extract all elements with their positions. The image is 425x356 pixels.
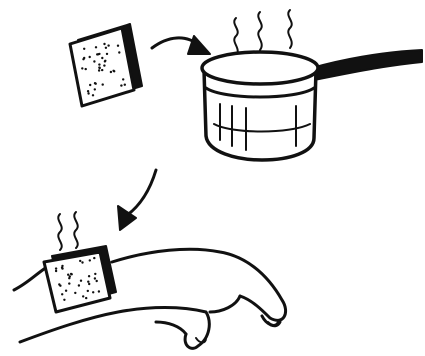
cloth-texture-dot	[87, 290, 89, 292]
steaming-pot-icon	[202, 50, 422, 160]
cloth-texture-dot	[87, 90, 89, 92]
cloth-texture-dot	[89, 84, 91, 86]
cloth-texture-dot	[70, 273, 72, 275]
cloth-texture-dot	[98, 69, 100, 71]
cloth-texture-dot	[93, 257, 95, 259]
cloth-texture-dot	[106, 53, 108, 55]
cloth-texture-dot	[103, 64, 105, 66]
cloth-texture-dot	[55, 270, 57, 272]
cloth-icon	[70, 24, 142, 106]
cloth-texture-dot	[89, 259, 91, 261]
cloth-texture-dot	[88, 275, 90, 277]
cloth-texture-dot	[87, 92, 89, 94]
cloth-texture-dot	[117, 45, 119, 47]
cloth-texture-dot	[94, 273, 96, 275]
cloth-texture-dot	[110, 71, 112, 73]
cloth-texture-dot	[63, 299, 65, 301]
cloth-texture-dot	[83, 57, 85, 59]
cloth-texture-dot	[98, 63, 100, 65]
cloth-texture-dot	[101, 69, 103, 71]
cloth-texture-dot	[120, 84, 122, 86]
cloth-texture-dot	[55, 267, 57, 269]
cloth-texture-dot	[98, 66, 100, 68]
cloth-texture-dot	[94, 88, 96, 90]
cloth-texture-dot	[98, 290, 100, 292]
arrow-pot-to-wrist	[118, 170, 156, 230]
cloth-texture-dot	[81, 67, 83, 69]
cloth-texture-dot	[85, 297, 87, 299]
cloth-texture-dot	[118, 51, 120, 53]
cloth-texture-dot	[83, 48, 85, 50]
cloth-texture-dot	[87, 281, 89, 283]
cloth-texture-dot	[102, 83, 104, 85]
cloth-texture-dot	[68, 282, 70, 284]
steam-icon	[234, 10, 291, 56]
cloth-texture-dot	[67, 274, 69, 276]
cloth-texture-dot	[93, 60, 95, 62]
cloth-texture-dot	[59, 285, 61, 287]
cloth-texture-dot	[96, 280, 98, 282]
cloth-texture-dot	[61, 267, 63, 269]
cloth-texture-dot	[78, 284, 80, 286]
compress-steam-icon	[58, 212, 77, 250]
hot-compress-on-wrist-icon	[44, 246, 116, 312]
arrow-cloth-to-pot	[152, 36, 210, 54]
cloth-texture-dot	[122, 78, 124, 80]
cloth-texture-dot	[103, 43, 105, 45]
cloth-texture-dot	[65, 290, 67, 292]
cloth-texture-dot	[104, 60, 106, 62]
cloth-texture-dot	[92, 94, 94, 96]
cloth-texture-dot	[95, 46, 97, 48]
cloth-texture-dot	[88, 283, 90, 285]
cloth-texture-dot	[97, 53, 99, 55]
cloth-texture-dot	[101, 57, 103, 59]
cloth-texture-dot	[85, 68, 87, 70]
cloth-texture-dot	[112, 70, 114, 72]
cloth-texture-dot	[94, 82, 96, 84]
cloth-texture-dot	[94, 277, 96, 279]
cloth-texture-dot	[89, 56, 91, 58]
cloth-texture-dot	[69, 275, 71, 277]
cloth-texture-dot	[80, 280, 82, 282]
cloth-texture-dot	[124, 84, 126, 86]
cloth-texture-dot	[79, 260, 81, 262]
cloth-texture-dot	[92, 291, 94, 293]
cloth-texture-dot	[107, 44, 109, 46]
cloth-texture-dot	[105, 47, 107, 49]
cloth-texture-dot	[81, 261, 83, 263]
cloth-texture-dot	[61, 293, 63, 295]
cloth-texture-dot	[74, 292, 76, 294]
cloth-texture-dot	[82, 295, 84, 297]
